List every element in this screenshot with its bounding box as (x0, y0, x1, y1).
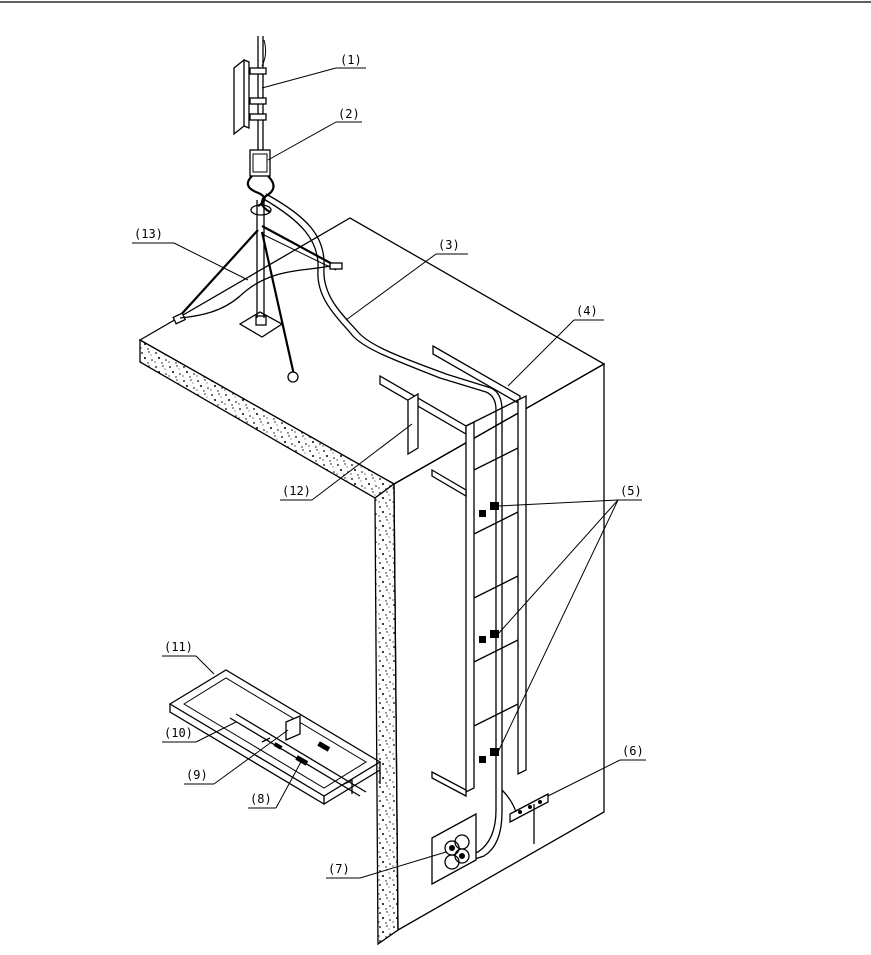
callout-13: (13) (134, 227, 163, 241)
roof-surface (140, 218, 604, 484)
antenna (234, 36, 266, 150)
roof-front-edge (140, 340, 394, 498)
callout-8: (8) (250, 792, 272, 806)
callout-9: (9) (186, 768, 208, 782)
wall-side-face (394, 364, 604, 930)
callout-4: (4) (576, 304, 598, 318)
feedthrough-plate (432, 814, 476, 884)
grounding-bar (502, 790, 548, 844)
callout-3: (3) (438, 238, 460, 252)
tripod-leg-left (178, 230, 258, 318)
callout-6: (6) (622, 744, 644, 758)
callout-7: (7) (328, 862, 350, 876)
callout-1: (1) (340, 53, 362, 67)
callout-11: (11) (164, 640, 193, 654)
antenna-panel (234, 60, 244, 134)
feeder-cable (180, 194, 502, 862)
tripod-mast (173, 200, 342, 382)
cable-ladder (380, 346, 526, 796)
callout-12: (12) (282, 484, 311, 498)
ladder-rail-right (518, 396, 526, 774)
callout-2: (2) (338, 107, 360, 121)
ladder-rail-left (466, 422, 474, 792)
callout-10: (10) (164, 726, 193, 740)
callout-5: (5) (620, 484, 642, 498)
